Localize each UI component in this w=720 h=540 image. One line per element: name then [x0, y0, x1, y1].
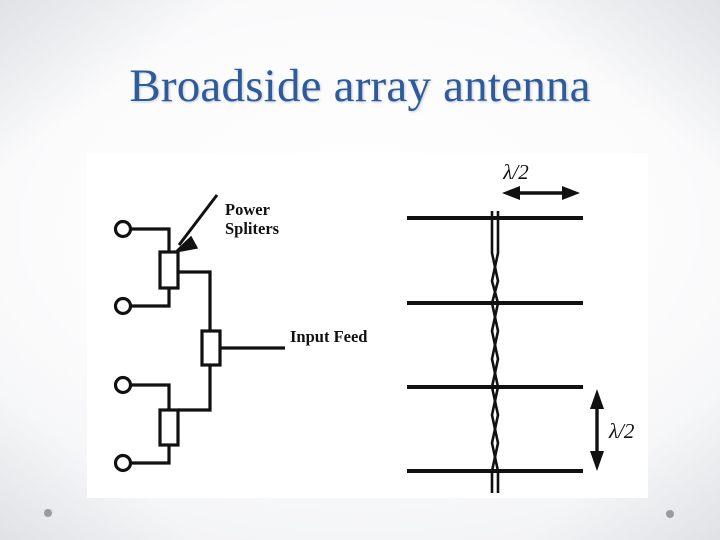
vertical-spacing-dimension: λ/2 [590, 389, 635, 471]
antenna-element-terminal [113, 375, 133, 395]
feed-line [130, 383, 171, 410]
antenna-element-terminal [113, 296, 133, 316]
power-splitter-box [158, 250, 180, 290]
input-feed-label: Input Feed [290, 327, 367, 346]
power-splitter-box [158, 408, 180, 447]
feed-line [130, 445, 171, 465]
feed-line [130, 227, 171, 252]
theme-dot-left [44, 509, 52, 517]
corporate-feed-network [113, 219, 285, 473]
transposed-transmission-line [490, 211, 500, 493]
feed-line [178, 270, 212, 331]
antenna-element-terminal [113, 219, 133, 239]
feed-line [130, 288, 171, 308]
input-feed-splitter-box [200, 329, 222, 367]
page-title: Broadside array antenna [129, 60, 591, 112]
figure-panel: Power Spliters Input Feed [87, 153, 648, 498]
horizontal-spacing-label: λ/2 [502, 160, 529, 184]
antenna-element-terminal [113, 453, 133, 473]
power-splitters-pointer-arrow [172, 194, 219, 254]
power-splitters-label-line1: Power [225, 200, 270, 219]
power-splitters-label-line2: Spliters [225, 219, 280, 238]
collinear-dipole-array [407, 211, 583, 493]
broadside-array-antenna-diagram: Power Spliters Input Feed [113, 160, 635, 493]
theme-dot-right [666, 510, 674, 518]
horizontal-spacing-dimension: λ/2 [502, 160, 580, 200]
feed-line [178, 365, 212, 412]
vertical-spacing-label: λ/2 [608, 419, 635, 443]
